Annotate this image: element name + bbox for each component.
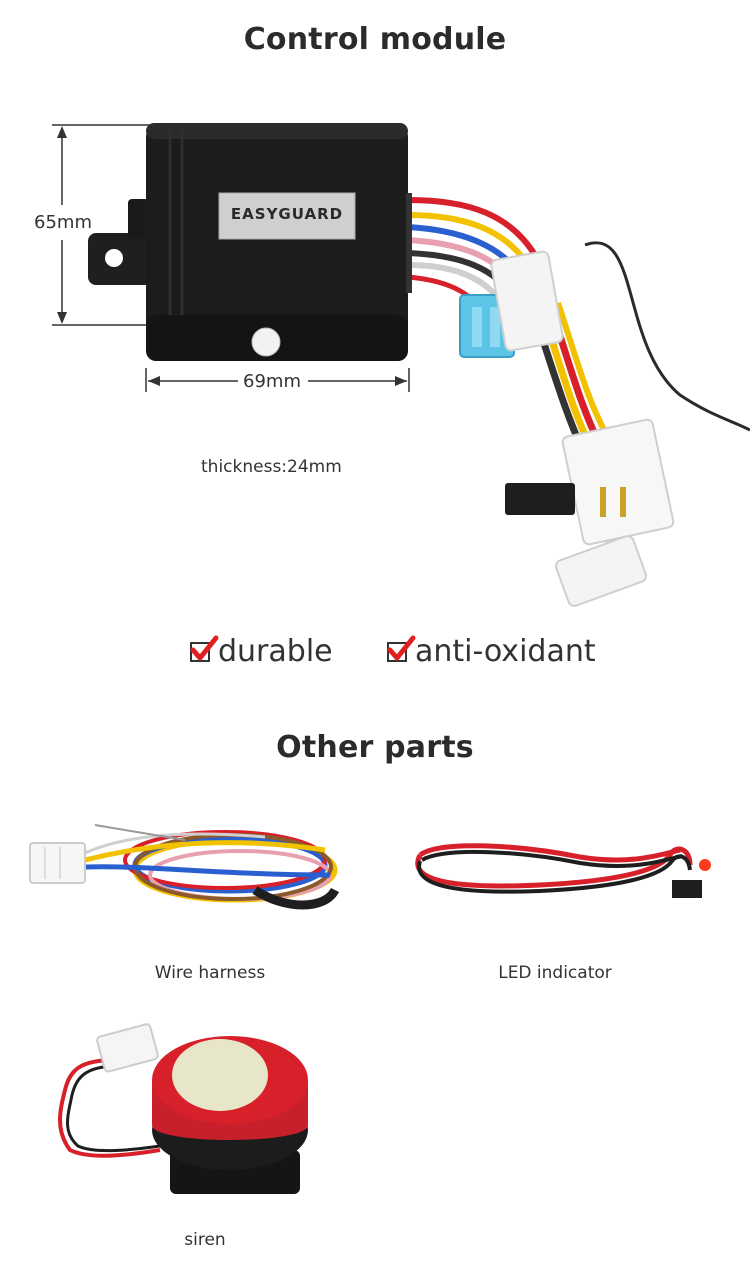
part-caption-wire-harness: Wire harness	[154, 963, 266, 983]
brand-label: EASYGUARD	[230, 205, 344, 223]
dimension-lines	[52, 124, 410, 392]
feature-durable: durable	[190, 634, 333, 669]
thickness-label: thickness:24mm	[201, 457, 342, 477]
feature-anti-oxidant: anti-oxidant	[387, 634, 596, 669]
height-dimension-label: 65mm	[32, 212, 94, 233]
feature-label: anti-oxidant	[415, 634, 596, 669]
control-module-image	[88, 123, 750, 607]
control-module-title: Control module	[243, 22, 507, 57]
check-icon	[190, 635, 219, 662]
part-caption-siren: siren	[184, 1230, 226, 1250]
siren-image	[58, 1023, 308, 1194]
wire-harness-image	[29, 824, 340, 910]
check-icon	[387, 635, 416, 662]
feature-label: durable	[218, 634, 333, 669]
width-dimension-label: 69mm	[241, 371, 303, 392]
led-indicator-image	[415, 843, 711, 898]
other-parts-title: Other parts	[276, 730, 474, 765]
part-caption-led-indicator: LED indicator	[498, 963, 612, 983]
